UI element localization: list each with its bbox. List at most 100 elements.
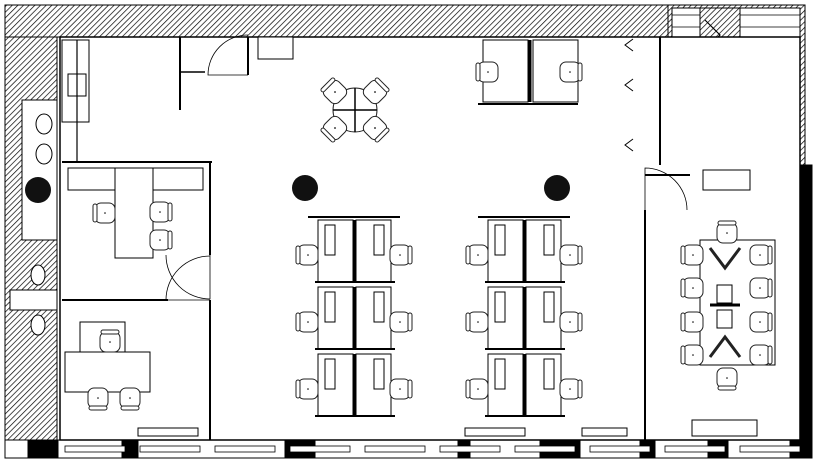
radiator-cover xyxy=(464,427,526,437)
chair-center xyxy=(759,287,761,289)
workstation-desk-icon xyxy=(485,353,565,417)
chair-center xyxy=(487,71,489,73)
chair-center xyxy=(374,127,376,129)
door-swing-icon xyxy=(644,167,688,211)
door-swing-icon xyxy=(624,38,634,52)
round-planter-icon xyxy=(544,175,570,201)
chair-back xyxy=(465,379,471,399)
office-chair-icon xyxy=(389,244,413,266)
chair-center xyxy=(692,321,694,323)
chair-back xyxy=(680,245,686,265)
office-chair-icon xyxy=(475,61,499,83)
drawer-pedestal xyxy=(543,358,555,390)
drawer-pedestal xyxy=(373,291,385,323)
chair-center xyxy=(477,388,479,390)
round-planter-icon xyxy=(25,177,51,203)
office-chair-icon xyxy=(680,311,704,333)
drawer-pedestal xyxy=(543,291,555,323)
chair-back xyxy=(295,312,301,332)
chair-back xyxy=(717,220,737,226)
chair-back xyxy=(767,245,773,265)
drawer-pedestal xyxy=(494,291,506,323)
chair-center xyxy=(109,341,111,343)
media-console xyxy=(691,419,758,437)
chair-back xyxy=(100,329,120,335)
chair-center xyxy=(129,397,131,399)
chair-back xyxy=(374,127,390,143)
chair-center xyxy=(569,254,571,256)
chair-center xyxy=(307,254,309,256)
window-pane xyxy=(214,445,276,453)
door-swing-icon xyxy=(207,34,249,76)
round-planter-icon xyxy=(292,175,318,201)
office-chair-icon xyxy=(559,244,583,266)
office-chair-icon xyxy=(99,329,121,353)
door-swing-icon xyxy=(624,78,634,92)
window-pane xyxy=(514,445,576,453)
toilet-icon xyxy=(30,314,46,336)
office-chair-icon xyxy=(749,244,773,266)
restroom-counter xyxy=(9,289,58,311)
workstation-desk-icon xyxy=(315,353,395,417)
chair-back xyxy=(92,203,98,223)
chair-back xyxy=(475,62,481,82)
table-leg xyxy=(708,334,742,358)
office-chair-icon xyxy=(389,311,413,333)
window-pane xyxy=(439,445,501,453)
drawer-pedestal xyxy=(324,291,336,323)
workstation-desk-icon xyxy=(315,219,395,283)
chair-back xyxy=(465,312,471,332)
office-chair-icon xyxy=(389,378,413,400)
chair-center xyxy=(374,91,376,93)
chair-center xyxy=(477,254,479,256)
window-pane xyxy=(664,445,726,453)
kitchen-counter xyxy=(61,39,90,123)
chair-center xyxy=(334,127,336,129)
workstation-desk-icon xyxy=(315,286,395,350)
sink-icon xyxy=(35,113,53,135)
furniture xyxy=(64,39,776,437)
office-chair-icon xyxy=(149,229,173,251)
chair-back xyxy=(465,245,471,265)
chair-back xyxy=(767,345,773,365)
window-pane xyxy=(64,445,126,453)
office-chair-icon xyxy=(465,244,489,266)
office-chair-icon xyxy=(716,367,738,391)
office-chair-icon xyxy=(362,77,390,105)
sink-icon xyxy=(35,143,53,165)
window-pane xyxy=(589,445,651,453)
office-chair-icon xyxy=(92,202,116,224)
toilet-icon xyxy=(30,264,46,286)
interior-partitions xyxy=(59,34,801,441)
chair-center xyxy=(159,211,161,213)
office-chair-icon xyxy=(465,311,489,333)
office-chair-icon xyxy=(295,311,319,333)
office-chair-icon xyxy=(295,244,319,266)
chair-back xyxy=(680,312,686,332)
chair-center xyxy=(569,71,571,73)
office-chair-icon xyxy=(119,387,141,411)
radiator-cover xyxy=(137,427,199,437)
chair-back xyxy=(407,312,413,332)
chair-back xyxy=(577,62,583,82)
drawer-pedestal xyxy=(373,358,385,390)
radiator-cover xyxy=(581,427,628,437)
drawer-pedestal xyxy=(373,224,385,256)
office-chair-icon xyxy=(362,115,390,143)
window-pane xyxy=(739,445,801,453)
chair-center xyxy=(334,91,336,93)
chair-center xyxy=(692,254,694,256)
office-chair-icon xyxy=(716,220,738,244)
chair-back xyxy=(767,312,773,332)
chair-back xyxy=(577,245,583,265)
closet xyxy=(257,36,294,60)
chair-center xyxy=(399,321,401,323)
chair-center xyxy=(759,321,761,323)
chair-back xyxy=(577,312,583,332)
chair-back xyxy=(767,278,773,298)
right-wall xyxy=(799,164,813,441)
chair-back xyxy=(577,379,583,399)
round-table-icon xyxy=(332,87,378,133)
workstation-desk-icon xyxy=(485,286,565,350)
chair-back xyxy=(407,379,413,399)
